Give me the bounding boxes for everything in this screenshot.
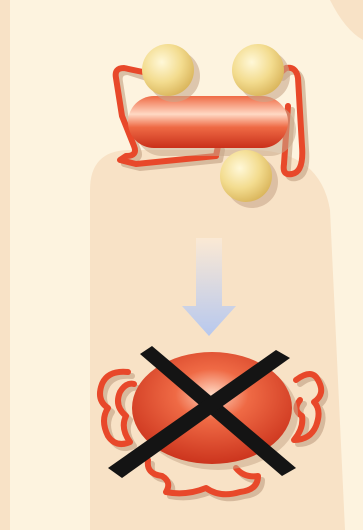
ligand-sphere	[142, 44, 194, 96]
ligand-sphere	[220, 150, 272, 202]
ligand-sphere	[232, 44, 284, 96]
folded-protein-body	[128, 96, 288, 148]
